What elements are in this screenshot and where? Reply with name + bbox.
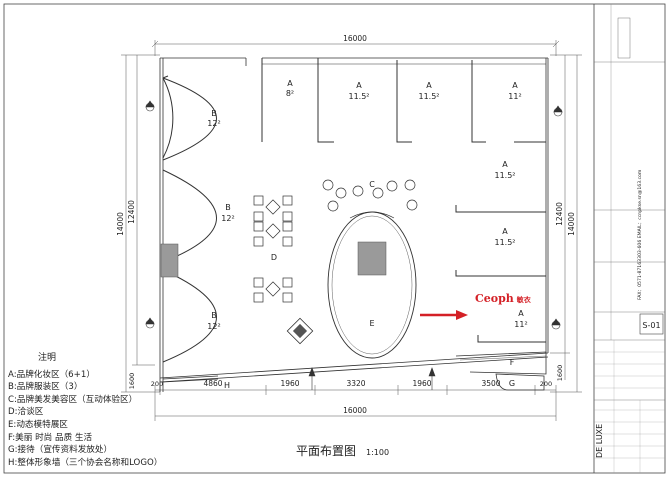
dimension-right-outer: 14000 xyxy=(567,212,576,236)
logo-cjk: 敏衣 xyxy=(516,295,532,304)
zone-c-label: C xyxy=(369,180,375,189)
dimension-right-inner: 12400 xyxy=(555,202,564,226)
plant-icon xyxy=(286,317,314,345)
sheet-border xyxy=(3,3,666,474)
drawing-title: 平面布置图 1:100 xyxy=(296,440,389,459)
dim-seg-1: 200 xyxy=(151,380,163,388)
dimension-bottom-total: 16000 xyxy=(343,406,367,415)
dimension-right xyxy=(550,54,582,393)
zone-h-label: H xyxy=(224,381,230,390)
b-zone-letter: B xyxy=(225,203,231,212)
dimension-left xyxy=(121,54,160,393)
legend-title: 注明 xyxy=(38,353,57,363)
sheet-number-box xyxy=(639,313,664,335)
booth-area: 11² xyxy=(514,320,527,329)
booth-letter: A xyxy=(502,160,508,169)
entrance-arrow-icon xyxy=(308,367,436,390)
floor-boundary xyxy=(159,57,549,392)
section-marker-icon xyxy=(145,100,563,330)
contact-info: FAX：0571-87163303-606 EMAIL：ccnpkse.sn@1… xyxy=(637,169,643,300)
brand-name: DE LUXE xyxy=(595,424,604,458)
legend-item: B:品牌服装区（3） xyxy=(8,382,83,393)
dim-seg-4: 3320 xyxy=(346,379,365,388)
dim-seg-5: 1960 xyxy=(412,379,431,388)
legend-item: A:品牌化妆区（6+1） xyxy=(8,369,95,380)
logo-latin: Ceoph xyxy=(475,292,514,305)
dimension-left-bottom: 1600 xyxy=(128,373,136,390)
zone-f-label: F xyxy=(510,358,515,367)
drawing-title-text: 平面布置图 xyxy=(296,444,357,458)
booth-area: 11.5² xyxy=(494,171,515,180)
b-zone-letter: B xyxy=(211,311,217,320)
b-zone-area: 12² xyxy=(207,322,220,331)
zone-d-label: D xyxy=(271,253,277,262)
booth-letter: A xyxy=(512,81,518,90)
booth-letter: A xyxy=(518,309,524,318)
title-block: S-01 FAX：0571-87163303-606 EMAIL：ccnpkse… xyxy=(593,4,665,473)
dimension-right-bottom: 1600 xyxy=(556,365,564,382)
dim-seg-2: 4860 xyxy=(203,379,222,388)
legend-item: C:品牌美发美容区（互动体验区） xyxy=(8,394,138,405)
booth-letter: A xyxy=(426,81,432,90)
company-logo-mark xyxy=(617,17,631,59)
dimension-left-inner: 12400 xyxy=(127,200,136,224)
booth-walls xyxy=(261,58,546,343)
legend-item: E:动态模特展区 xyxy=(8,419,68,430)
g-zone-desk xyxy=(495,373,545,391)
b-zone-area: 12² xyxy=(221,214,234,223)
dim-seg-6: 3500 xyxy=(481,379,500,388)
booth-letter: A xyxy=(502,227,508,236)
booth-area: 11.5² xyxy=(494,238,515,247)
legend-item: G:接待（宣传资料发放处） xyxy=(8,445,113,456)
b-zone-letter: B xyxy=(211,109,217,118)
e-zone-oval xyxy=(327,211,417,359)
booth-letter: A xyxy=(356,81,362,90)
dim-seg-3: 1960 xyxy=(280,379,299,388)
structural-column xyxy=(357,241,387,276)
dimension-top-label: 16000 xyxy=(343,34,367,43)
legend-item: F:美丽 时尚 品质 生活 xyxy=(8,432,93,443)
dim-seg-7: 200 xyxy=(540,380,552,388)
booth-area: 8² xyxy=(286,89,294,98)
structural-column xyxy=(160,243,179,278)
b-zone-area: 12² xyxy=(207,119,220,128)
d-zone-furniture xyxy=(253,195,293,303)
legend-item: D:洽谈区 xyxy=(8,407,44,418)
booth-area: 11.5² xyxy=(348,92,369,101)
drawing-scale: 1:100 xyxy=(366,448,390,457)
sheet-number: S-01 xyxy=(642,321,660,330)
zone-g-label: G xyxy=(509,379,515,388)
h-zone-wall xyxy=(162,375,219,383)
zone-e-label: E xyxy=(369,319,374,328)
red-arrow-icon xyxy=(420,310,468,320)
legend-item: H:整体形象墙（三个协会名称和LOGO） xyxy=(8,457,163,468)
booth-area: 11.5² xyxy=(418,92,439,101)
booth-area: 11² xyxy=(508,92,521,101)
booth-letter: A xyxy=(287,79,293,88)
f-zone-counter xyxy=(455,351,547,375)
dimension-top xyxy=(151,40,560,56)
b-zone-arches xyxy=(162,75,217,363)
legend: 注明 A:品牌化妆区（6+1） B:品牌服装区（3） C:品牌美发美容区（互动体… xyxy=(8,352,238,469)
dimension-left-outer: 14000 xyxy=(116,212,125,236)
